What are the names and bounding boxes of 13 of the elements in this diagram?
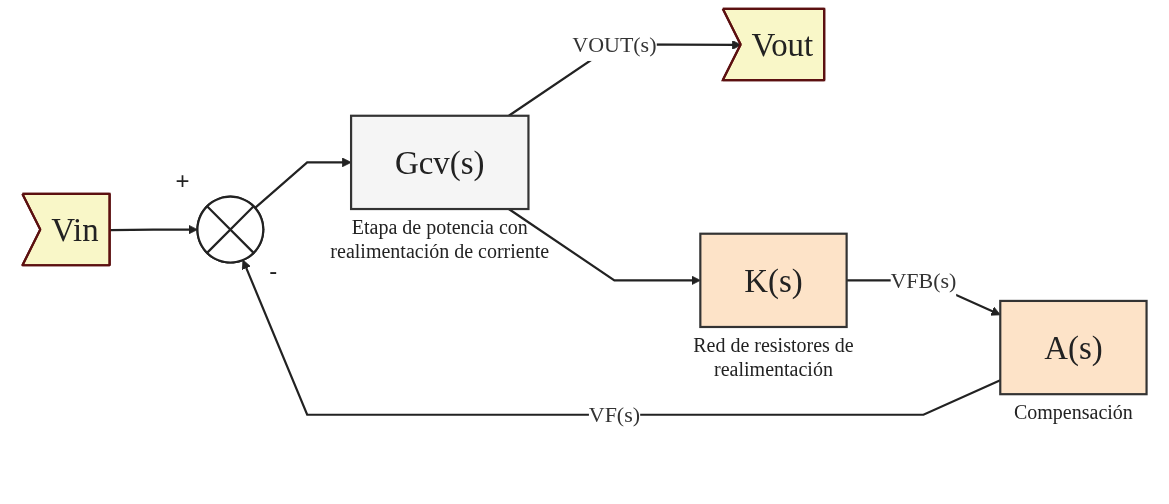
node-box: K(s): [699, 232, 848, 329]
edge-label: VF(s): [588, 402, 640, 427]
annotation-text: +: [175, 166, 190, 196]
annotation-text: -: [269, 256, 278, 286]
edge-label: VOUT(s): [572, 32, 657, 57]
annotation-text: Etapa de potencia con realimentación de corriente: [329, 215, 551, 263]
edge-label: VFB(s): [890, 268, 957, 293]
node-box: A(s): [999, 299, 1148, 396]
annotation-text: Red de resistores de realimentación: [692, 332, 855, 381]
annotation-text: Compensación: [1012, 400, 1134, 425]
arrow: [110, 224, 198, 235]
node-box: Gcv(s): [350, 114, 530, 211]
arrow: [254, 157, 352, 209]
